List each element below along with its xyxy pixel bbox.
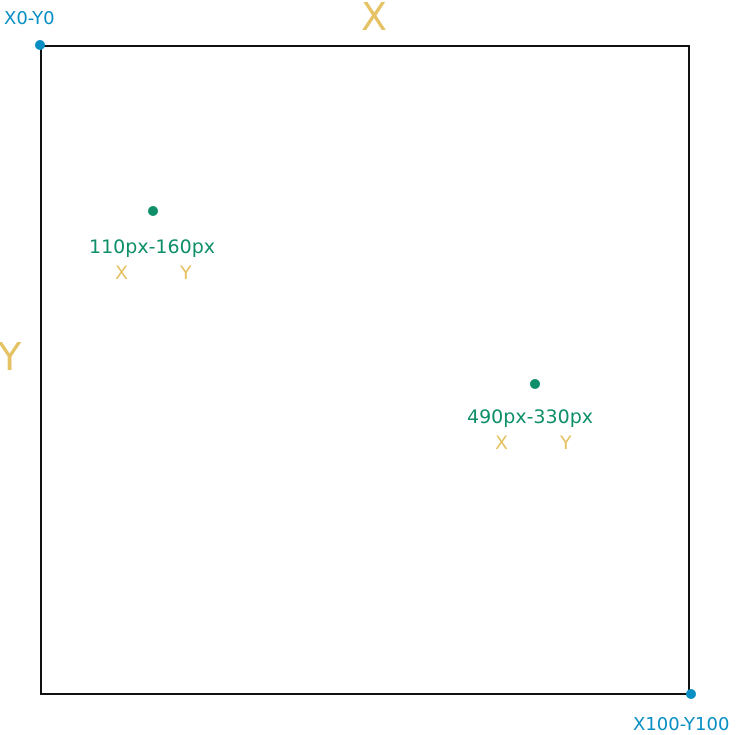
point-2-dot: [530, 379, 540, 389]
point-1-dot: [148, 206, 158, 216]
bottom-right-corner-dot: [686, 689, 696, 699]
top-left-corner-dot: [35, 40, 45, 50]
point-1-label: 110px-160px: [89, 236, 215, 258]
point-2-y-tag: Y: [560, 432, 572, 454]
x-axis-label: X: [361, 0, 388, 39]
bottom-right-corner-label: X100-Y100: [633, 714, 730, 735]
point-2-x-tag: X: [495, 432, 509, 454]
canvas-frame: [40, 45, 690, 695]
y-axis-label: Y: [0, 335, 22, 379]
point-2-label: 490px-330px: [467, 406, 593, 428]
top-left-corner-label: X0-Y0: [4, 8, 55, 29]
point-1-y-tag: Y: [180, 262, 192, 284]
point-1-x-tag: X: [115, 262, 129, 284]
